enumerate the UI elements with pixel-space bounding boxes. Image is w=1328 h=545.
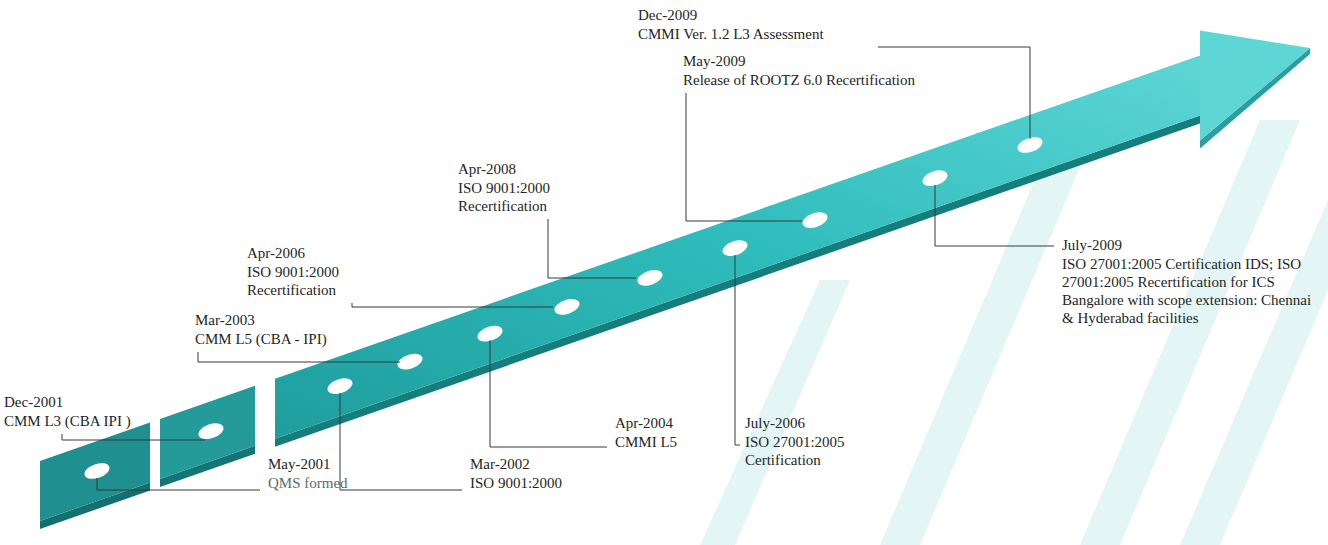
leader-line — [198, 352, 400, 362]
date-label: May-2001 — [268, 455, 331, 473]
date-label: Apr-2006 — [247, 244, 305, 262]
label-slot: CMMI L5 — [615, 433, 677, 451]
label-slot: ISO 9001:2000 Recertification — [458, 179, 583, 215]
date-label: Mar-2002 — [470, 455, 530, 473]
leader-line — [62, 434, 205, 440]
milestone-text: QMS formed — [268, 474, 348, 492]
leader-line — [340, 393, 462, 490]
milestone-dot — [800, 209, 829, 231]
date-label: Apr-2004 — [615, 414, 673, 432]
milestone-text: CMMI L5 — [615, 433, 677, 451]
milestone-text: CMMI Ver. 1.2 L3 Assessment — [638, 25, 824, 43]
milestone-text: Release of ROOTZ 6.0 Recertification — [683, 71, 915, 89]
milestone-dot — [635, 267, 664, 289]
milestone-dot — [552, 296, 581, 318]
milestone-text: CMM L3 (CBA IPI ) — [4, 412, 131, 430]
leader-line — [490, 340, 607, 447]
label-slot: ISO 27001:2005 Certification — [745, 433, 880, 469]
label-slot: CMM L5 (CBA - IPI) — [195, 330, 327, 348]
date-label: July-2009 — [1062, 236, 1122, 254]
label-slot: Apr-2004 — [615, 414, 673, 432]
date-label: Mar-2003 — [195, 311, 255, 329]
leader-lines — [62, 47, 1054, 490]
label-slot: Dec-2001 — [4, 393, 63, 411]
arrow-head — [1200, 31, 1310, 141]
milestone-text: ISO 9001:2000 — [470, 474, 562, 492]
band — [275, 52, 1210, 439]
label-slot: Mar-2003 — [195, 311, 255, 329]
label-slot: Apr-2008 — [458, 160, 516, 178]
leader-line — [735, 255, 740, 445]
tile — [160, 386, 255, 479]
leader-line — [548, 219, 636, 278]
label-slot: May-2001 — [268, 455, 331, 473]
date-label: July-2006 — [745, 414, 805, 432]
leader-line — [686, 93, 802, 221]
milestone-text: ISO 27001:2005 Certification IDS; ISO 27… — [1062, 255, 1322, 327]
label-slot: ISO 27001:2005 Certification IDS; ISO 27… — [1062, 255, 1322, 327]
milestone-text: ISO 27001:2005 Certification — [745, 433, 880, 469]
label-slot: Release of ROOTZ 6.0 Recertification — [683, 71, 915, 89]
label-slot: CMM L3 (CBA IPI ) — [4, 412, 131, 430]
milestone-dots — [82, 134, 1044, 482]
date-label: Dec-2009 — [638, 6, 697, 24]
leader-line — [352, 303, 553, 307]
milestone-dot — [196, 420, 225, 442]
label-slot: CMMI Ver. 1.2 L3 Assessment — [638, 25, 824, 43]
milestone-text: ISO 9001:2000 Recertification — [247, 263, 372, 299]
label-slot: QMS formed — [268, 474, 348, 492]
date-label: May-2009 — [683, 52, 746, 70]
label-slot: July-2006 — [745, 414, 805, 432]
date-label: Dec-2001 — [4, 393, 63, 411]
leader-line — [878, 47, 1030, 139]
leader-line — [97, 478, 260, 490]
label-slot: Mar-2002 — [470, 455, 530, 473]
milestone-text: ISO 9001:2000 Recertification — [458, 179, 583, 215]
label-slot: May-2009 — [683, 52, 746, 70]
label-slot: ISO 9001:2000 — [470, 474, 562, 492]
label-slot: Dec-2009 — [638, 6, 697, 24]
tile — [40, 423, 150, 522]
label-slot: Apr-2006 — [247, 244, 305, 262]
milestone-text: CMM L5 (CBA - IPI) — [195, 330, 327, 348]
label-slot: ISO 9001:2000 Recertification — [247, 263, 372, 299]
label-slot: July-2009 — [1062, 236, 1122, 254]
leader-line — [935, 185, 1054, 246]
date-label: Apr-2008 — [458, 160, 516, 178]
